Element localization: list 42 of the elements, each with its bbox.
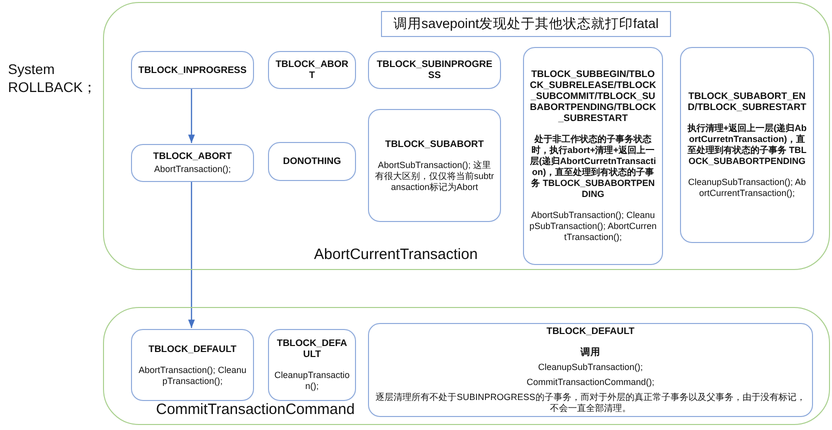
description-text: 处于非工作状态的子事务状态时，执行abort+清理+返回上一层(递归AbortCurretnTransaction)，直至处理到有状态的子事务 TBLOCK_SUBABORTPENDING: [529, 134, 657, 200]
description-text: CleanupSubTransaction();: [538, 362, 643, 373]
state-box: [523, 47, 663, 265]
group-panel: [103, 307, 830, 425]
state-name: TBLOCK_DEFAULT: [546, 326, 634, 337]
description-text: 执行清理+返回上一层(递归AbortCurretnTransaction)，直至处理到有状态的子事务 TBLOCK_SUBABORTPENDING: [686, 123, 808, 167]
state-name: TBLOCK_SUBBEGIN/TBLOCK_SUBRELEASE/TBLOCK_SUBCOMMIT/TBLOCK_SUBABORTPENDING/TBLOCK_SUBRESTART: [529, 69, 657, 124]
state-box: [268, 142, 356, 181]
state-name: TBLOCK_ABORT: [274, 59, 350, 81]
state-box: [368, 51, 501, 89]
arrow: [188, 88, 195, 143]
description-text: CleanupTransaction();: [274, 370, 350, 392]
note-box: 调用savepoint发现处于其他状态就打印fatal: [381, 11, 671, 37]
state-box: [268, 51, 356, 89]
state-box: [368, 323, 813, 417]
description-text: 逐层清理所有不处于SUBINPROGRESS的子事务，而对于外层的真正常子事务以及父事务，由于没有标记，不会一直全部清理。: [374, 392, 806, 414]
state-name: TBLOCK_DEFAULT: [148, 344, 236, 354]
description-text: AbortTransaction(); CleanupTransaction();: [138, 364, 248, 386]
state-name: TBLOCK_SUBINPROGRESS: [376, 59, 494, 81]
state-name: TBLOCK_ABORT: [153, 151, 232, 162]
state-box: [131, 144, 254, 182]
state-box: [131, 329, 254, 401]
state-name: TBLOCK_DEFAULT: [276, 338, 348, 360]
description-text: AbortSubTransaction(); CleanupSubTransaction(); AbortCurrentTransaction();: [529, 210, 657, 243]
state-box: [368, 109, 501, 222]
description-text: CleanupSubTransaction(); AbortCurrentTransaction();: [687, 177, 807, 199]
description-text: 调用: [580, 347, 600, 358]
state-name: DONOTHING: [282, 156, 342, 167]
group-panel: [103, 2, 830, 270]
state-name: TBLOCK_SUBABORT_END/TBLOCK_SUBRESTART: [686, 91, 808, 113]
panel-title: AbortCurrentTransaction: [314, 246, 478, 263]
side-label: System ROLLBACK；: [8, 60, 88, 96]
state-box: [131, 51, 254, 89]
state-box: [680, 47, 814, 243]
panel-title: CommitTransactionCommand: [156, 401, 355, 418]
state-name: TBLOCK_SUBABORT: [385, 138, 484, 150]
arrow: [188, 181, 195, 328]
description-text: AbortSubTransaction(); 这里有很大区别，仅仅将当前subtransaction标记为Abort: [374, 160, 495, 192]
state-name: TBLOCK_INPROGRESS: [138, 64, 247, 76]
description-text: CommitTransactionCommand();: [526, 377, 654, 388]
state-box: [268, 329, 356, 401]
description-text: AbortTransaction();: [154, 164, 231, 175]
